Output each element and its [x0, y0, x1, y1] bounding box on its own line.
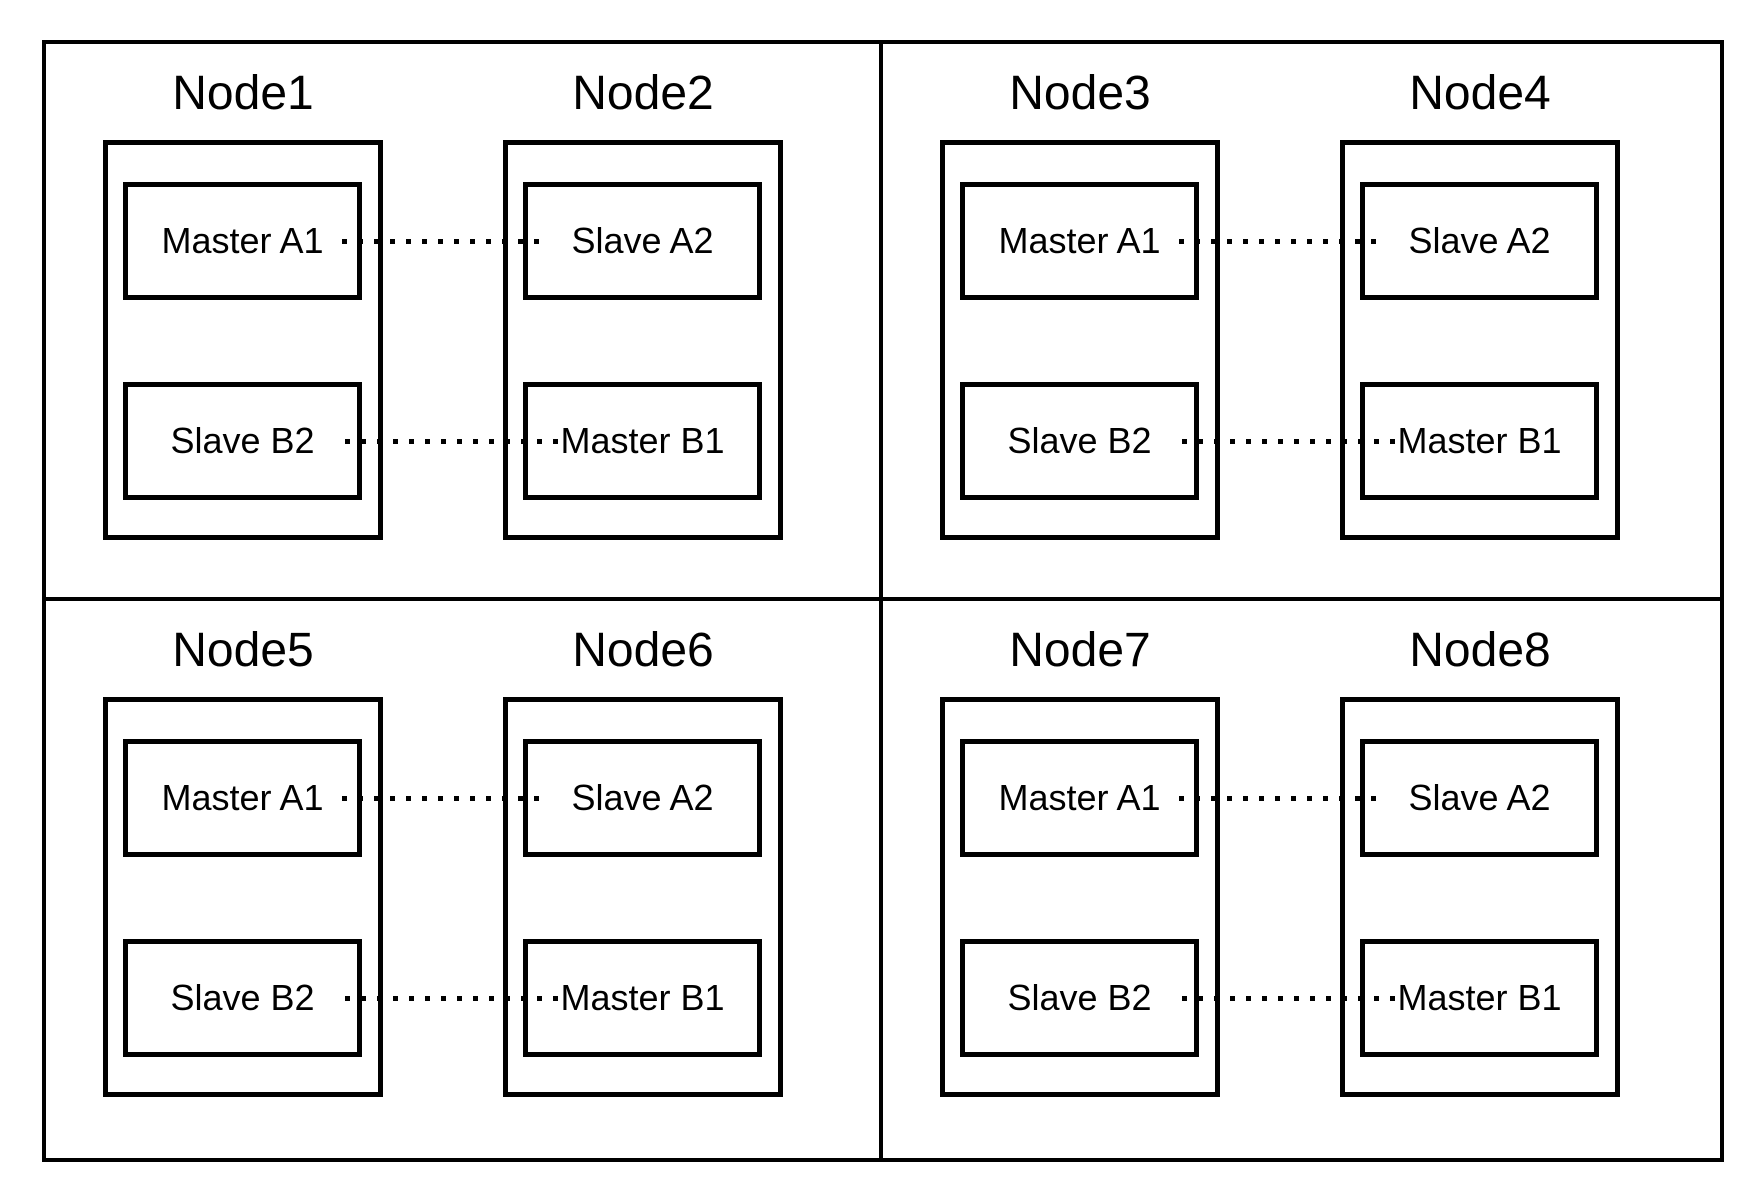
dotted-connection-line-b	[345, 996, 559, 1001]
node-title: Node5	[172, 624, 314, 677]
dotted-connection-line-a	[342, 239, 540, 244]
component-label: Slave A2	[1408, 777, 1551, 818]
component-box: Master B1	[1360, 939, 1599, 1057]
dotted-connection-line-b	[1182, 439, 1396, 444]
component-label: Slave B2	[170, 977, 315, 1018]
component-box: Slave A2	[523, 182, 762, 300]
dotted-connection-line-b	[345, 439, 559, 444]
component-label: Master B1	[1397, 420, 1562, 461]
component-box: Slave B2	[960, 382, 1199, 500]
component-label: Master A1	[998, 777, 1161, 818]
component-box: Slave B2	[123, 939, 362, 1057]
component-box: Slave B2	[960, 939, 1199, 1057]
component-box: Master A1	[123, 739, 362, 857]
diagram-frame: Node1 Node2 Master A1 Slave B2 Slave A2 …	[42, 40, 1724, 1162]
component-box: Master A1	[123, 182, 362, 300]
quadrant-3: Node5 Node6 Master A1 Slave B2 Slave A2 …	[46, 601, 883, 1158]
node-title: Node6	[572, 624, 714, 677]
node-title: Node3	[1009, 67, 1151, 120]
component-box: Master A1	[960, 739, 1199, 857]
component-label: Master B1	[1397, 977, 1562, 1018]
dotted-connection-line-a	[1179, 796, 1377, 801]
component-label: Slave A2	[571, 777, 714, 818]
component-label: Master B1	[560, 977, 725, 1018]
quadrant-2: Node3 Node4 Master A1 Slave B2 Slave A2 …	[883, 44, 1720, 601]
component-box: Slave B2	[123, 382, 362, 500]
component-label: Slave B2	[1007, 977, 1152, 1018]
node-title: Node2	[572, 67, 714, 120]
dotted-connection-line-b	[1182, 996, 1396, 1001]
quadrant-4: Node7 Node8 Master A1 Slave B2 Slave A2 …	[883, 601, 1720, 1158]
component-label: Master B1	[560, 420, 725, 461]
component-label: Slave A2	[1408, 220, 1551, 261]
node-title: Node4	[1409, 67, 1551, 120]
component-box: Slave A2	[1360, 182, 1599, 300]
component-label: Slave B2	[1007, 420, 1152, 461]
quadrant-1: Node1 Node2 Master A1 Slave B2 Slave A2 …	[46, 44, 883, 601]
node-title: Node7	[1009, 624, 1151, 677]
component-label: Master A1	[161, 777, 324, 818]
component-label: Master A1	[998, 220, 1161, 261]
component-box: Master A1	[960, 182, 1199, 300]
component-box: Slave A2	[523, 739, 762, 857]
component-box: Slave A2	[1360, 739, 1599, 857]
component-label: Slave B2	[170, 420, 315, 461]
dotted-connection-line-a	[1179, 239, 1377, 244]
dotted-connection-line-a	[342, 796, 540, 801]
component-label: Slave A2	[571, 220, 714, 261]
node-title: Node1	[172, 67, 314, 120]
node-title: Node8	[1409, 624, 1551, 677]
component-label: Master A1	[161, 220, 324, 261]
